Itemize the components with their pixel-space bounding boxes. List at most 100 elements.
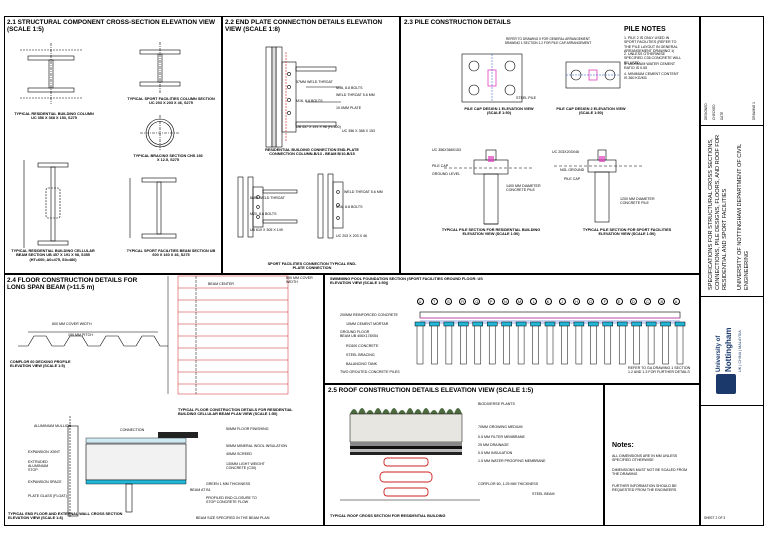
label-profiled-closure: PROFILED END CLOSURE TO STOP CONCRETE FL… [206,496,257,505]
pool-pile-cap [544,321,556,327]
pool-label-2: 10MM CEMENT MORTAR [346,322,389,326]
note-1: ALL DIMENSIONS ARE IN mm UNLESS SPECIFIE… [612,454,678,463]
label-ub-beam: UB 457 X 191 X 98 (h=600) [296,125,341,129]
pool-pile [590,323,597,365]
pool-label-1: 200MM REINFORCED CONCRETE [340,313,398,317]
caption-roof: TYPICAL ROOF CROSS SECTION FOR RESIDENTI… [330,514,446,518]
label-pile-cap-2: PILE CAP [564,177,581,181]
pool-pile [575,323,583,365]
pool-pile-cap [443,321,455,327]
section-title-2-4: 2.4 FLOOR CONSTRUCTION DETAILS FOR LONG … [7,277,138,292]
panel-2-5 [324,384,604,526]
title-block-top [700,16,764,126]
note-3: FURTHER INFORMATION SHOULD BE REQUESTED … [612,484,677,493]
pool-pile [532,323,539,365]
label-mineral-wool: 50mm MINERAL WOOL INSULATION [226,444,287,448]
grid-bubble-t: T [430,298,438,305]
label-connection: CONNECTION [120,428,145,432]
floor-construction-drawing [18,275,289,518]
pool-pile [416,323,424,365]
tb-department: UNIVERSITY OF NOTTINGHAM DEPARTMENT OF C… [737,143,750,290]
label-weld-throat-3: 6mm WELD THROAT [250,196,285,200]
caption-sport-beam: TYPICAL SPORT FACILITIES BEAM SECTION UB… [126,249,216,258]
pool-title: SWIMMING POOL FOUNDATION SECTION (SPORT … [330,277,483,286]
label-ground-level: GROUND LEVEL [432,172,461,176]
pile-notes-title: PILE NOTES [624,26,666,33]
panel-notes [604,384,700,526]
pile-ref-note: REFER TO DRAWING 5 FOR GENERAL ARRANGEME… [504,37,592,45]
label-pitch: 150 mm PITCH [68,333,93,337]
grid-bubble-s: S [444,298,452,305]
tb-drawing-no: DRAWING 1 [752,102,756,120]
tb-university-line3: UK | CHINA | MALAYSIA [738,330,742,372]
label-pile-diameter-1: 1400 mm DIAMETER CONCRETE PILE [506,184,541,193]
pool-pile [633,323,640,365]
grid-bubble-j: J [558,298,566,305]
label-bolts-4: M16, 8.8 BOLTS [336,205,363,209]
grid-bubble-g: G [587,298,595,305]
pile-note-3: 3. MAXIMUM WATER CEMENT RATIO IS 0.55 [624,62,676,71]
pool-pile-cap [559,321,570,327]
label-steel-pile: STEEL PILE [516,96,537,100]
panel-2-3 [400,16,700,274]
tb-university-line1: University of [716,335,722,372]
grid-bubble-f: F [601,298,609,305]
grid-bubble-b: B [658,298,666,305]
label-ub-610: UB 610 X 305 X 149 [250,228,283,232]
roof-label-8: STEEL BEAM [532,492,555,496]
pool-label-5: STEEL BRACING [346,353,375,357]
caption-bracing: TYPICAL BRACING SECTION CHS 193 x 12.5, … [133,154,203,163]
section-title-2-2: 2.2 END PLATE CONNECTION DETAILS ELEVATI… [225,19,383,34]
label-bolts-3: M20, 8.8 BOLTS [250,212,277,216]
grid-bubble-n: N [501,298,509,305]
label-ngl: NGL GROUND [560,168,585,172]
pile-construction-drawing [444,53,644,225]
label-weld-throat-1: 57mm WELD THROAT [296,80,333,84]
tb-sheet: SHEET 2 OF 3 [704,516,726,520]
pool-ref-note: REFER TO GA DRAWING 1 SECTION 1.2 AND 1.… [628,366,691,375]
label-plate-glass: PLATE GLASS (FLOAT) [28,494,67,498]
endplate-connection-drawing [237,46,344,239]
pile-note-4: 4. MINIMUM CEMENT CONTENT IS 360 kg/m3 [624,72,679,81]
label-bolts-1: M16, 8.8 BOLTS [336,86,363,90]
section-title-2-3: 2.3 PILE CONSTRUCTION DETAILS [404,19,511,26]
label-alu-mullion: ALUMINIUM MULLION [34,424,72,428]
pool-pile [618,323,626,365]
pool-pile-cap [631,321,642,327]
pool-pile [474,323,482,365]
label-expansion-joint: EXPANSION JOINT [28,450,61,454]
pool-pile-cap [458,321,469,327]
tb-checked: CHECKED [712,104,716,120]
roof-label-4: 25 mm DRAINAGE [478,443,509,447]
pool-pile-cap [602,321,614,327]
label-pile-diameter-2: 1200 mm DIAMETER CONCRETE PILE [620,197,655,206]
roof-label-1: BIODIVERSE PLANTS [478,402,515,406]
caption-cellular-beam: TYPICAL RESIDENTIAL BUILDING CELLULAR BE… [11,249,95,262]
pool-pile [604,323,612,365]
panel-2-4 [4,274,324,526]
tb-logo-area [700,296,764,406]
pool-pile [488,323,496,365]
pool-pile [431,323,438,365]
label-uc-203: UC 203 X 203 X 46 [336,234,367,238]
roof-label-7: CORFLOR 60, 1.25 mm THICKNESS [478,482,539,486]
label-cover-width: 600 mm COVER WIDTH [52,322,92,326]
panel-2-1 [4,16,222,274]
section-title-2-5: 2.5 ROOF CONSTRUCTION DETAILS ELEVATION … [328,387,534,394]
roof-construction-drawing [340,408,480,501]
pool-pile-cap [645,321,657,327]
pool-pile-cap [674,321,686,327]
pool-pile [460,323,467,365]
pool-pile [445,323,453,365]
caption-pile-section-1: TYPICAL PILE SECTION FOR RESIDENTIAL BUI… [441,228,541,237]
tb-designed: DESIGNED [704,103,708,120]
caption-end-floor: TYPICAL END FLOOR AND EXTERNAL WALL CROS… [8,512,123,521]
roof-label-5: 0.5 mm INSULATION [478,451,513,455]
caption-pile-cap-1: PILE CAP DESIGN 1 ELEVATION VIEW (SCALE … [464,107,534,116]
caption-sport-connection: SPORT FACILITIES CONNECTION TYPICAL END-… [267,262,357,271]
grid-bubble-r: R [459,298,467,305]
pool-label-6: BALANCING TANK [346,362,378,366]
label-pile-cap: PILE CAP [432,164,449,168]
pool-pile-cap [515,321,527,327]
pool-pile-cap [486,321,498,327]
